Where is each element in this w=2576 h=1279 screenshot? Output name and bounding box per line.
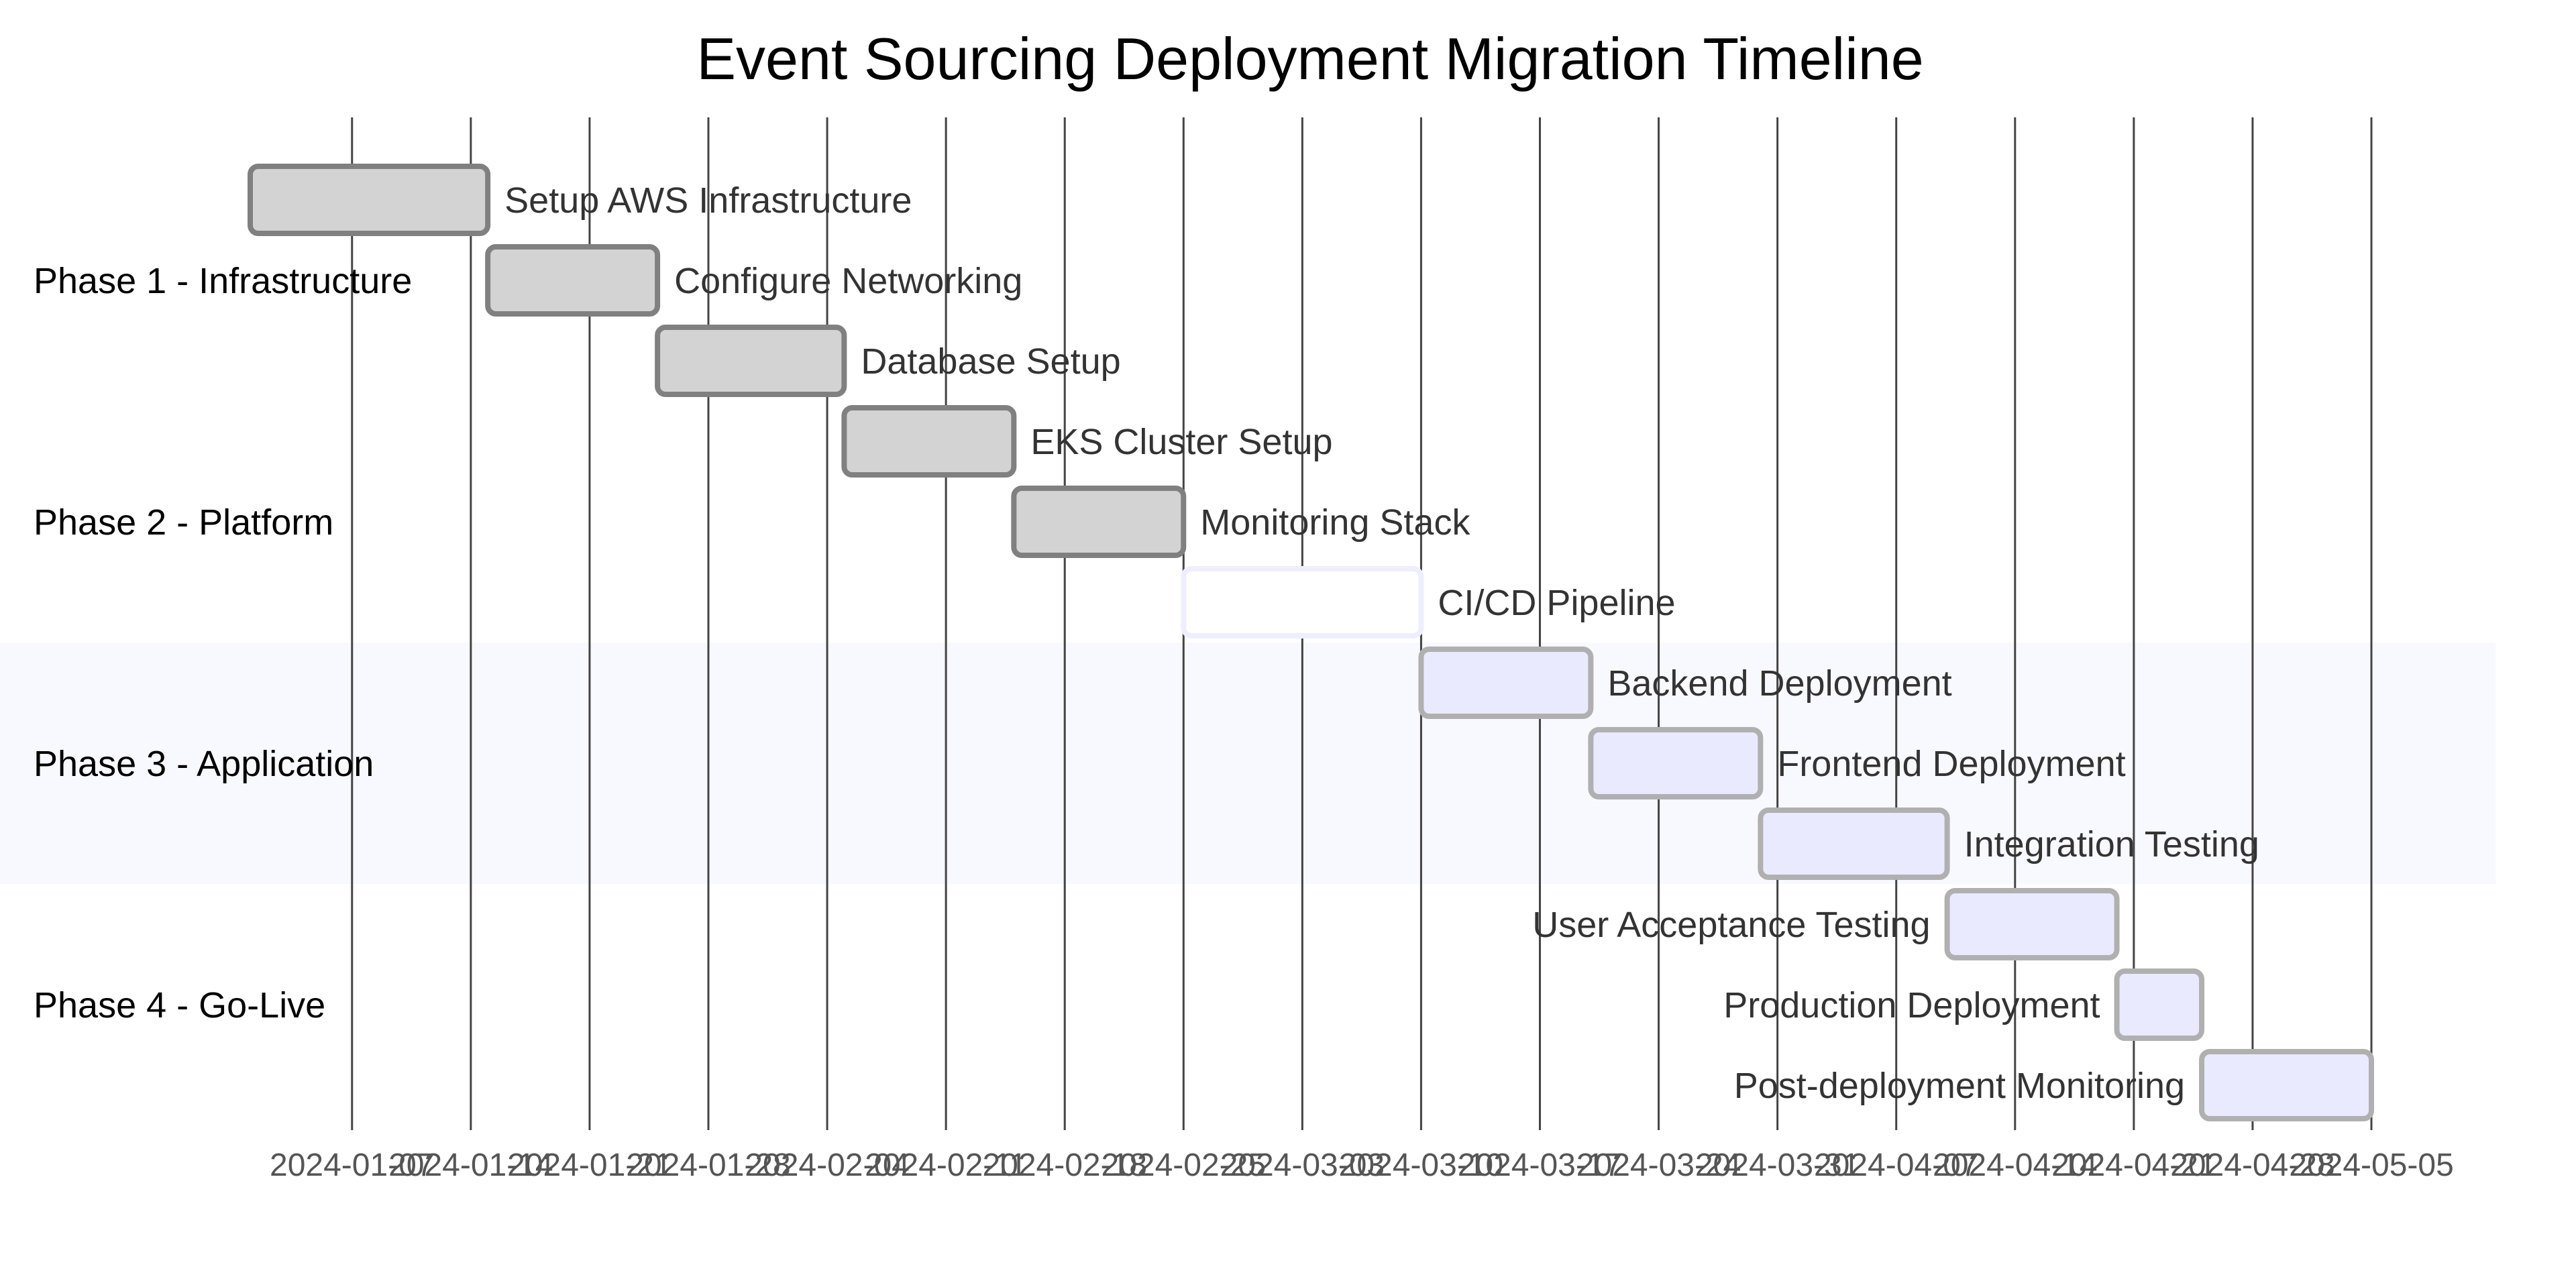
tick-label: 2024-03-10 <box>1339 1148 1504 1183</box>
task-bar <box>1181 566 1424 638</box>
task-label: Integration Testing <box>1964 824 2259 865</box>
section-label: Phase 3 - Application <box>34 744 374 784</box>
task-bar <box>1758 808 1950 880</box>
task-label: Backend Deployment <box>1607 663 1951 704</box>
chart-title: Event Sourcing Deployment Migration Time… <box>696 25 1923 92</box>
task-bar <box>655 325 847 397</box>
tick-label: 2024-05-05 <box>2289 1148 2454 1183</box>
x-axis-ticks: 2024-01-072024-01-142024-01-212024-01-28… <box>270 1148 2454 1183</box>
task-bar <box>1944 888 2120 960</box>
task-bar <box>2199 1049 2375 1121</box>
section-label: Phase 1 - Infrastructure <box>34 261 412 301</box>
task-bar <box>1418 647 1594 719</box>
task-label: Configure Networking <box>674 261 1022 301</box>
task-label: Database Setup <box>861 341 1120 382</box>
task-label: Monitoring Stack <box>1200 502 1470 543</box>
tick-label: 2024-01-21 <box>507 1148 672 1183</box>
tick-label: 2024-01-14 <box>388 1148 553 1183</box>
tick-label: 2024-01-07 <box>270 1148 435 1183</box>
task-label: Post-deployment Monitoring <box>1734 1066 2185 1106</box>
section-bands <box>0 643 2496 884</box>
tick-label: 2024-02-04 <box>745 1148 910 1183</box>
task-label: EKS Cluster Setup <box>1030 422 1332 462</box>
task-bar <box>1011 486 1187 558</box>
task-bar <box>2114 968 2205 1041</box>
section-label: Phase 4 - Go-Live <box>34 985 325 1025</box>
tick-label: 2024-02-11 <box>865 1148 1027 1183</box>
task-label: User Acceptance Testing <box>1532 905 1930 945</box>
tick-label: 2024-03-17 <box>1458 1148 1623 1183</box>
tick-label: 2024-03-31 <box>1695 1148 1860 1183</box>
tick-label: 2024-04-07 <box>1814 1148 1979 1183</box>
section-band <box>0 643 2496 884</box>
task-bar <box>248 164 491 236</box>
tick-label: 2024-04-28 <box>2170 1148 2335 1183</box>
tick-label: 2024-04-14 <box>1933 1148 2098 1183</box>
task-bars <box>248 164 2375 1121</box>
section-label: Phase 2 - Platform <box>34 502 333 543</box>
task-label: CI/CD Pipeline <box>1438 583 1675 623</box>
task-bar <box>841 405 1017 478</box>
task-bar <box>1588 727 1764 799</box>
task-label: Frontend Deployment <box>1777 744 2125 784</box>
tick-label: 2024-02-25 <box>1102 1148 1267 1183</box>
tick-label: 2024-02-18 <box>982 1148 1147 1183</box>
tick-label: 2024-01-28 <box>626 1148 791 1183</box>
tick-label: 2024-04-21 <box>2051 1148 2216 1183</box>
task-bar <box>485 244 661 317</box>
task-label: Setup AWS Infrastructure <box>504 180 912 221</box>
tick-label: 2024-03-03 <box>1220 1148 1385 1183</box>
tick-label: 2024-03-24 <box>1576 1148 1741 1183</box>
task-label: Production Deployment <box>1723 985 2100 1025</box>
